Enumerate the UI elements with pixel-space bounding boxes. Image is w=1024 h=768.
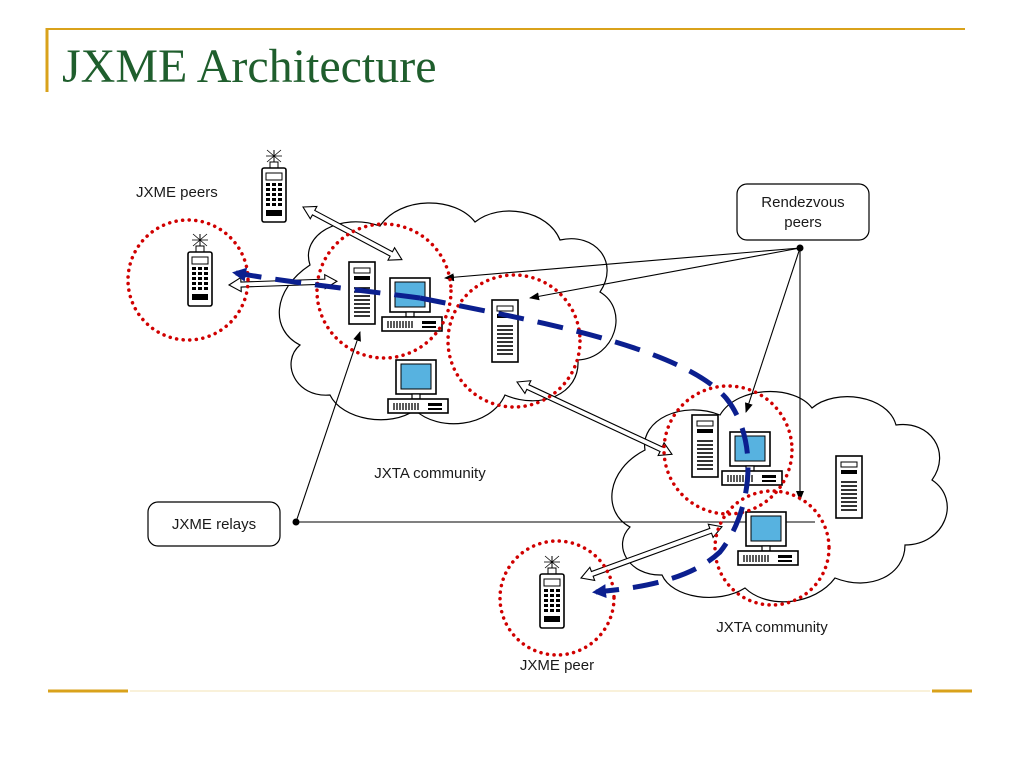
rendezvous-point [796, 244, 804, 252]
jxta-cloud-left [278, 202, 617, 425]
message-route-path [419, 295, 751, 599]
rendezvous-peers-box: Rendezvous peers [736, 183, 870, 241]
relay-point [292, 518, 300, 526]
phone-icon [539, 555, 565, 629]
label-jxme-peer: JXME peer [520, 657, 594, 674]
label-jxme-peers: JXME peers [136, 184, 218, 201]
label-jxta-community-left: JXTA community [374, 465, 486, 482]
label-rendezvous-line2: peers [784, 214, 822, 231]
label-rendezvous-line1: Rendezvous [761, 194, 844, 211]
slide-title: JXME Architecture [62, 40, 437, 93]
server-icon [835, 455, 863, 519]
label-jxta-community-right: JXTA community [716, 619, 828, 636]
hollow-arrows [227, 205, 723, 582]
phone-icon [187, 233, 213, 307]
jxme-relays-box: JXME relays [147, 501, 281, 547]
relay-links [295, 331, 815, 523]
jxta-cloud-right [611, 390, 948, 603]
message-route-path [232, 267, 421, 301]
phone-icon [261, 149, 287, 223]
highlight-circles [126, 218, 831, 657]
server-icon [691, 414, 719, 478]
server-icon [491, 299, 519, 363]
rendezvous-links [444, 247, 804, 501]
label-jxme-relays: JXME relays [172, 516, 256, 533]
